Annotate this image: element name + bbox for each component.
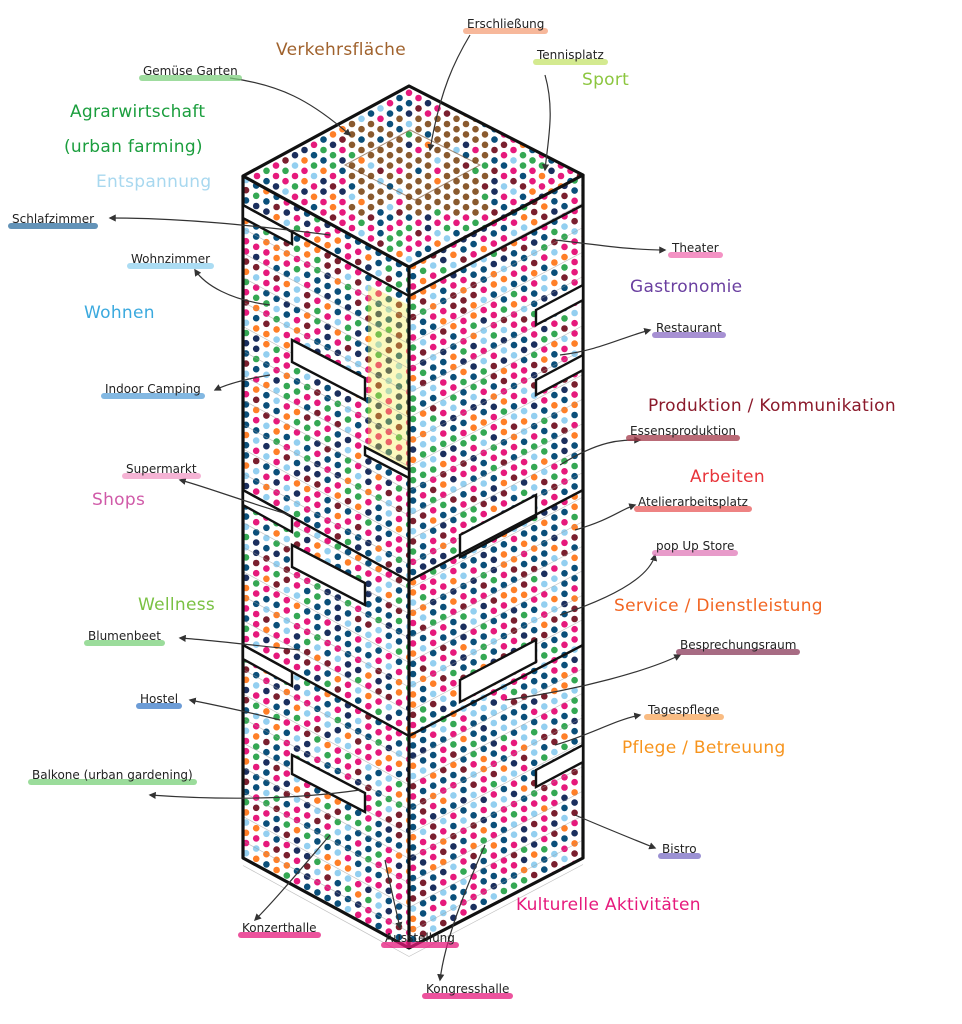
arrow-tennisplatz [541,74,551,172]
arrow-indoor-camping [213,374,271,391]
terrace-cutout [290,753,367,814]
arrow-theater [554,239,667,254]
arrow-pop-up-store [559,553,658,616]
label-theater: Theater [668,241,723,258]
arrow-supermarkt [178,477,291,516]
label-supermarkt: Supermarkt [122,462,201,479]
label-blumenbeet: Blumenbeet [84,629,165,646]
category-pflege-betreuung: Pflege / Betreuung [622,738,786,758]
terrace-cutout [290,338,367,402]
category-agrarwirtschaft: Agrarwirtschaft [70,102,206,122]
label-bistro: Bistro [658,842,701,859]
arrow-wohnzimmer [194,268,271,306]
arrow-ausstellung [384,859,403,930]
right-face-dots [409,175,583,948]
arrow-balkone [148,789,361,800]
band-edge [408,488,584,583]
label-wohnzimmer: Wohnzimmer [127,252,215,269]
category-sport: Sport [582,70,630,90]
category-produktion-kommunikation: Produktion / Kommunikation [648,396,896,416]
arrow-gemuese-garten [229,77,352,136]
label-essensproduktion: Essensproduktion [626,424,741,441]
label-balkone: Balkone (urban gardening) [28,768,197,785]
arrow-schlafzimmer [108,214,331,236]
band-edge [242,643,410,738]
category-urban-farming: (urban farming) [64,137,203,157]
category-wohnen: Wohnen [84,303,155,323]
category-verkehrsflaeche: Verkehrsfläche [276,40,406,60]
label-erschliessung: Erschließung [463,17,549,34]
band-edge [242,488,410,583]
band-edge [408,643,584,738]
label-tagespflege: Tagespflege [644,703,724,720]
label-ausstellung: Ausstellung [381,931,459,948]
category-kulturelle-aktivitaeten: Kulturelle Aktivitäten [516,895,701,915]
terrace-cutout [363,445,411,480]
arrow-atelierarbeitsplatz [574,503,637,531]
label-gemuese-garten: Gemüse Garten [139,64,242,81]
category-gastronomie: Gastronomie [630,277,743,297]
arrow-tagespflege [554,712,642,746]
terrace-cutout [534,353,585,397]
label-pop-up-store: pop Up Store [652,539,739,556]
category-wellness: Wellness [138,595,216,615]
category-service-dienstleistung: Service / Dienstleistung [614,596,823,616]
label-hostel: Hostel [136,692,183,709]
terrace-cutout [458,638,538,704]
label-konzerthalle: Konzerthalle [238,921,321,938]
arrow-erschliessung [427,34,471,152]
arrow-blumenbeet [178,634,301,651]
yellow-core-highlight [343,129,482,470]
arrow-besprechungsraum [504,654,682,701]
label-tennisplatz: Tennisplatz [533,48,608,65]
arrow-restaurant [559,328,652,356]
label-indoor-camping: Indoor Camping [101,382,205,399]
label-schlafzimmer: Schlafzimmer [8,212,99,229]
band-edge [242,203,410,298]
band-edge [408,203,584,298]
category-entspannung: Entspannung [96,172,212,192]
terrace-cutout [290,543,367,607]
category-shops: Shops [92,490,146,510]
tower-outline [241,84,585,950]
label-atelierarbeitsplatz: Atelierarbeitsplatz [634,495,752,512]
terrace-cutout [534,283,585,327]
arrow-hostel [188,697,281,721]
label-restaurant: Restaurant [652,321,726,338]
label-kongresshalle: Kongresshalle [422,982,514,999]
category-arbeiten: Arbeiten [690,467,765,487]
arrow-bistro [574,814,657,850]
arrow-kongresshalle [437,844,486,982]
label-besprechungsraum: Besprechungsraum [676,638,801,655]
terrace-cutout [458,493,538,559]
terrace-cutout [534,743,585,789]
arrow-konzerthalle [253,834,331,922]
